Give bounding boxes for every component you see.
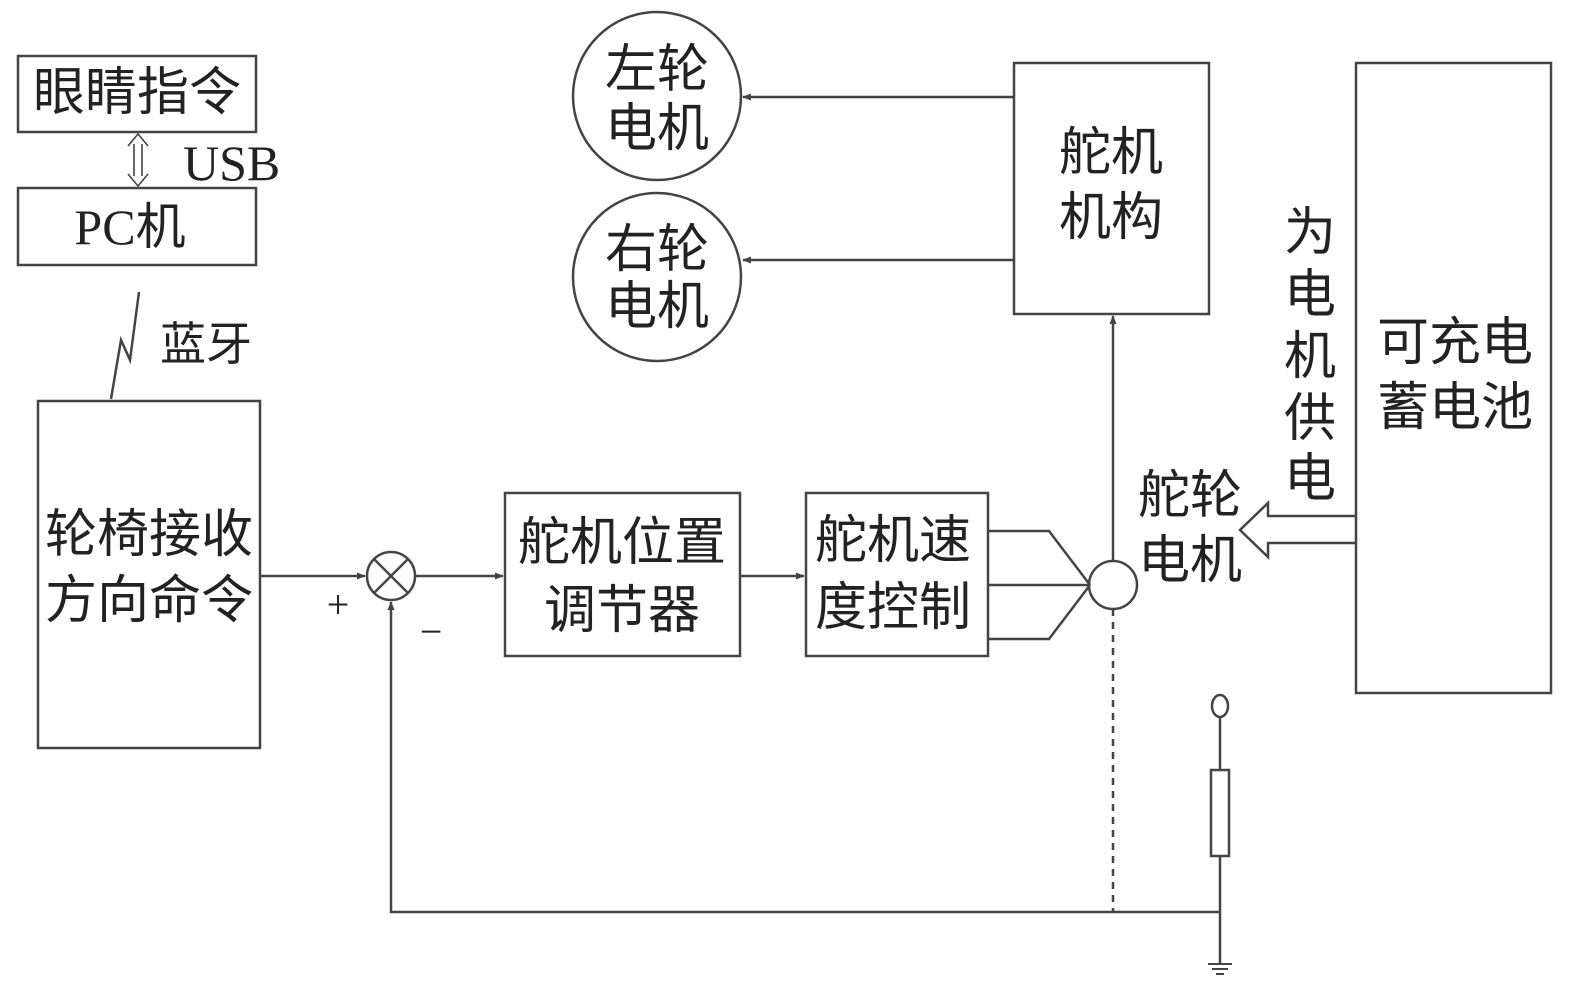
eye-command-box [16, 54, 258, 134]
position-regulator-label-line2: 调节器 [544, 581, 700, 641]
receiver-label-line2: 方向命令 [45, 571, 253, 631]
feedback-loop-line [387, 601, 1220, 914]
right-motor-label-line2: 电机 [605, 277, 709, 337]
position-sensor [1209, 693, 1231, 963]
position-regulator-label-line1: 舵机位置 [518, 513, 726, 573]
servo-mechanism-label-line2: 机构 [1059, 188, 1163, 248]
speed-control-label-line1: 舵机速 [815, 511, 971, 571]
right-motor-label-line1: 右轮 [605, 220, 709, 280]
speed-control-box [804, 491, 990, 658]
battery-box [1354, 61, 1553, 695]
power-supply-arrow [1238, 500, 1356, 560]
pc-box [16, 186, 258, 267]
servo-wheel-motor-symbol [1087, 559, 1139, 611]
power-supply-label-char1: 为 [1284, 203, 1336, 263]
usb-link-arrow [127, 132, 149, 188]
servo-mechanism-label-line1: 舵机 [1059, 123, 1163, 183]
power-supply-label-char5: 电 [1284, 449, 1336, 509]
ground-icon [1208, 963, 1232, 975]
plus-sign: + [327, 582, 350, 627]
bluetooth-label: 蓝牙 [160, 317, 252, 371]
battery-label-line1: 可充电 [1377, 313, 1533, 373]
position-regulator-box [503, 491, 742, 658]
right-motor-circle [571, 191, 743, 363]
servo-mechanism-box [1012, 61, 1211, 316]
left-motor-label-line1: 左轮 [605, 40, 709, 100]
minus-sign: − [420, 609, 443, 654]
power-supply-label-char3: 机 [1284, 327, 1336, 387]
power-supply-label-char2: 电 [1284, 265, 1336, 325]
speed-control-label-line2: 度控制 [815, 578, 971, 638]
receiver-label-line1: 轮椅接收 [45, 505, 253, 565]
summing-junction [365, 550, 417, 602]
eye-command-label: 眼睛指令 [33, 63, 241, 123]
usb-label: USB [183, 135, 280, 191]
bluetooth-link-symbol [109, 291, 141, 400]
servo-wheel-motor-label-line1: 舵轮 [1138, 466, 1242, 526]
servo-wheel-motor-label-line2: 电机 [1138, 531, 1242, 591]
left-motor-label-line2: 电机 [605, 99, 709, 159]
battery-label-line2: 蓄电池 [1377, 378, 1533, 438]
three-phase-drive-lines [988, 529, 1091, 641]
power-supply-label-char4: 供 [1284, 389, 1336, 449]
receiver-box [36, 399, 262, 750]
pc-label: PC机 [74, 199, 185, 255]
left-motor-circle [571, 10, 743, 182]
